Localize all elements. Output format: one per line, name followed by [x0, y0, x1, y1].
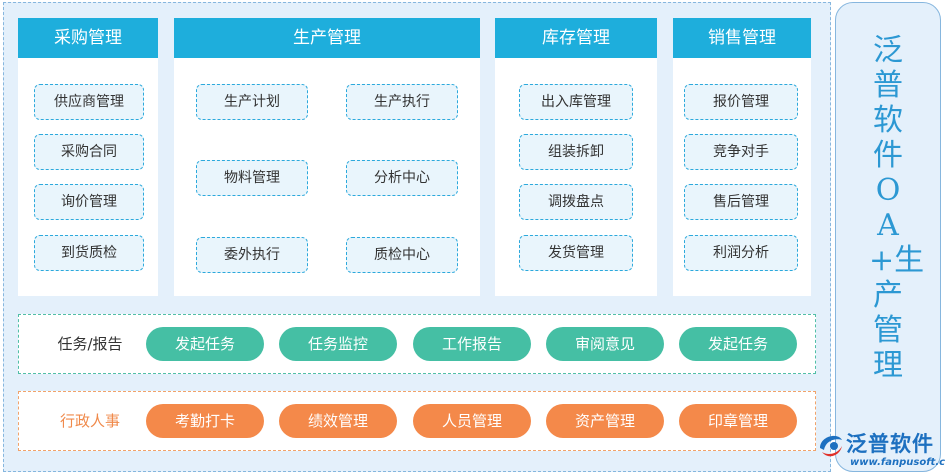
pill-work-report[interactable]: 工作报告: [413, 327, 531, 361]
module-header-production: 生产管理: [174, 18, 480, 58]
chip-competitors[interactable]: 竞争对手: [684, 134, 798, 170]
chip-transfer-stocktake[interactable]: 调拨盘点: [519, 184, 633, 220]
module-production: 生产管理 生产计划 生产执行 物料管理 分析中心 委外执行 质检中心: [174, 18, 480, 296]
chip-quotation-management[interactable]: 报价管理: [684, 84, 798, 120]
chip-inquiry-management[interactable]: 询价管理: [34, 184, 144, 220]
chip-profit-analysis[interactable]: 利润分析: [684, 235, 798, 271]
module-inventory: 库存管理 出入库管理 组装拆卸 调拨盘点 发货管理: [495, 18, 657, 296]
chip-supplier-management[interactable]: 供应商管理: [34, 84, 144, 120]
chip-production-plan[interactable]: 生产计划: [196, 84, 308, 120]
chip-after-sales[interactable]: 售后管理: [684, 184, 798, 220]
chip-shipping-management[interactable]: 发货管理: [519, 235, 633, 271]
module-sales: 销售管理 报价管理 竞争对手 售后管理 利润分析: [673, 18, 811, 296]
pill-performance[interactable]: 绩效管理: [279, 404, 397, 438]
module-header-inventory: 库存管理: [495, 18, 657, 58]
pill-start-task[interactable]: 发起任务: [146, 327, 264, 361]
band-admin-hr: 行政人事 考勤打卡 绩效管理 人员管理 资产管理 印章管理: [18, 391, 816, 451]
chip-quality-center[interactable]: 质检中心: [346, 237, 458, 273]
pill-seal[interactable]: 印章管理: [679, 404, 797, 438]
chip-analysis-center[interactable]: 分析中心: [346, 160, 458, 196]
logo-name: 泛普软件: [846, 432, 934, 456]
chip-assembly-disassembly[interactable]: 组装拆卸: [519, 134, 633, 170]
logo-url: www.fanpusoft.com: [850, 457, 945, 468]
chip-in-out-stock[interactable]: 出入库管理: [519, 84, 633, 120]
pill-assets[interactable]: 资产管理: [546, 404, 664, 438]
module-header-sales: 销售管理: [673, 18, 811, 58]
chip-production-execution[interactable]: 生产执行: [346, 84, 458, 120]
pill-review-opinion[interactable]: 审阅意见: [546, 327, 664, 361]
pill-start-task-2[interactable]: 发起任务: [679, 327, 797, 361]
side-title: 泛普软件OA+生产管理: [869, 33, 925, 383]
chip-outsourcing-execution[interactable]: 委外执行: [196, 237, 308, 273]
band-label-admin-hr: 行政人事: [59, 412, 120, 430]
chip-purchase-contract[interactable]: 采购合同: [34, 134, 144, 170]
pill-task-monitor[interactable]: 任务监控: [279, 327, 397, 361]
logo-mark-icon: [820, 435, 842, 457]
side-title-panel: 泛普软件OA+生产管理: [835, 2, 941, 472]
module-header-purchasing: 采购管理: [18, 18, 158, 58]
band-label-task-report: 任务/报告: [57, 335, 123, 353]
module-purchasing: 采购管理 供应商管理 采购合同 询价管理 到货质检: [18, 18, 158, 296]
pill-attendance[interactable]: 考勤打卡: [146, 404, 264, 438]
chip-arrival-inspection[interactable]: 到货质检: [34, 235, 144, 271]
pill-personnel[interactable]: 人员管理: [413, 404, 531, 438]
chip-material-management[interactable]: 物料管理: [196, 160, 308, 196]
brand-logo: 泛普软件 www.fanpusoft.com: [816, 426, 945, 472]
band-task-report: 任务/报告 发起任务 任务监控 工作报告 审阅意见 发起任务: [18, 314, 816, 374]
